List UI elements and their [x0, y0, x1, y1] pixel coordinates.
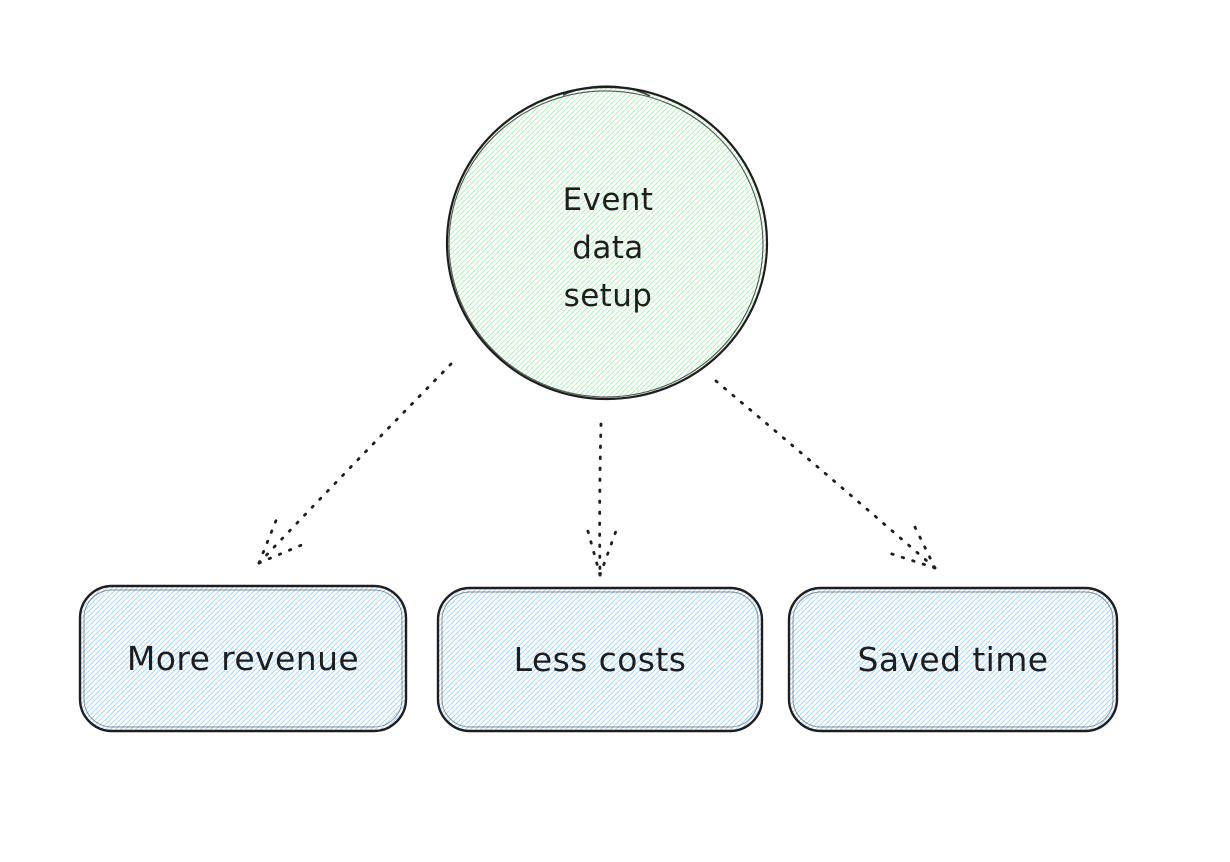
node-saved-time[interactable]	[787, 586, 1119, 733]
edge-arrow-to-less-costs[interactable]	[584, 422, 618, 577]
node-event-data-setup[interactable]	[444, 85, 769, 403]
edge-arrow-to-saved-time[interactable]	[714, 379, 937, 570]
edge-arrow-to-more-revenue[interactable]	[257, 362, 453, 565]
sketch-overlap-stroke	[562, 85, 651, 97]
node-less-costs[interactable]	[436, 586, 764, 733]
node-more-revenue[interactable]	[78, 584, 408, 733]
